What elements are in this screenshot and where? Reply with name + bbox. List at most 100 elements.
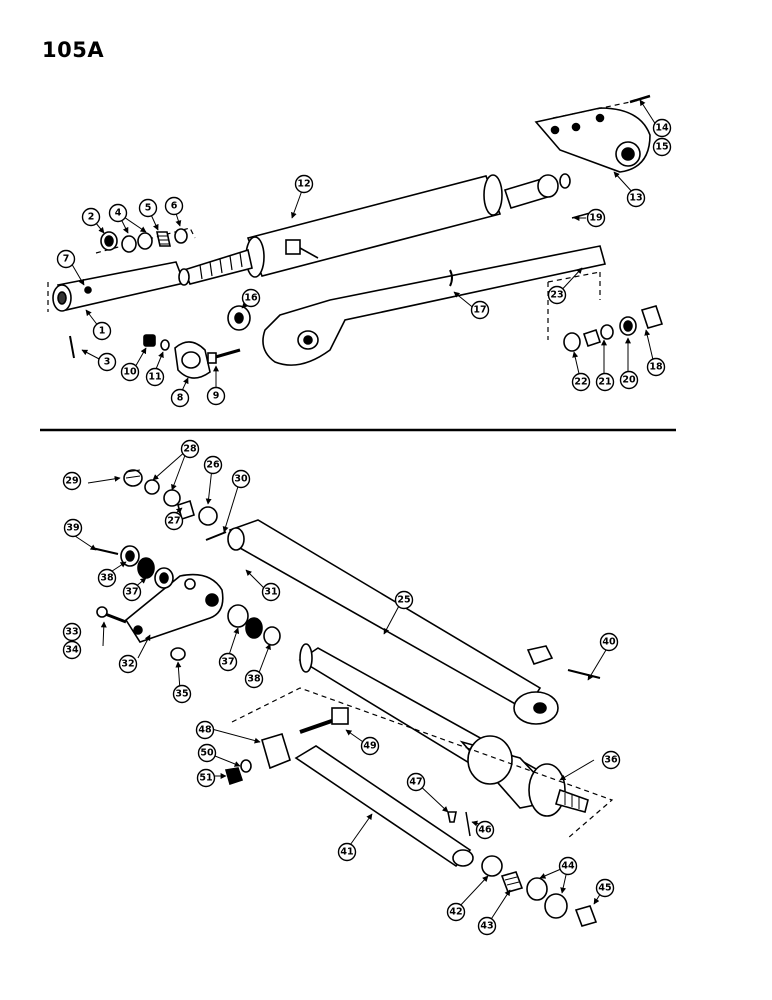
svg-text:2: 2: [88, 212, 95, 223]
svg-text:36: 36: [604, 755, 618, 766]
callout-27: 27: [164, 511, 184, 531]
svg-text:37: 37: [221, 657, 234, 668]
svg-text:29: 29: [65, 476, 78, 487]
svg-text:10: 10: [123, 367, 137, 378]
callout-18: 18: [646, 357, 666, 377]
svg-text:25: 25: [397, 595, 410, 606]
callout-19: 19: [586, 208, 606, 228]
callout-30: 30: [231, 469, 251, 489]
svg-text:34: 34: [65, 645, 79, 656]
callout-bubbles: 1 2 3 4 5 6 7 8 9 10 11 12 13 14 15 16 1…: [56, 118, 672, 936]
callout-10: 10: [120, 362, 140, 382]
callout-47: 47: [406, 772, 426, 792]
svg-text:17: 17: [473, 305, 486, 316]
callout-22: 22: [571, 372, 591, 392]
svg-text:11: 11: [148, 372, 161, 383]
svg-text:6: 6: [171, 201, 178, 212]
svg-text:16: 16: [244, 293, 258, 304]
callout-32: 32: [118, 654, 138, 674]
callout-28: 28: [180, 439, 200, 459]
top-assembly: [47, 94, 664, 379]
callout-25: 25: [394, 590, 414, 610]
svg-text:15: 15: [655, 142, 668, 153]
callout-13: 13: [626, 188, 646, 208]
callout-38a: 38: [244, 669, 264, 689]
svg-text:1: 1: [99, 326, 106, 337]
svg-text:30: 30: [234, 474, 248, 485]
callout-41: 41: [337, 842, 357, 862]
svg-text:3: 3: [104, 357, 111, 368]
axle-arm: [262, 245, 606, 366]
svg-text:44: 44: [561, 861, 575, 872]
svg-text:47: 47: [409, 777, 422, 788]
callout-4: 4: [108, 203, 128, 223]
svg-text:20: 20: [622, 375, 636, 386]
callout-43: 43: [477, 916, 497, 936]
svg-text:9: 9: [213, 391, 220, 402]
callout-16: 16: [241, 288, 261, 308]
page-number: 105A: [42, 38, 105, 62]
callout-17: 17: [470, 300, 490, 320]
svg-text:18: 18: [649, 362, 663, 373]
callout-21: 21: [595, 372, 615, 392]
svg-text:5: 5: [145, 203, 152, 214]
callout-51: 51: [196, 768, 216, 788]
svg-text:45: 45: [598, 883, 611, 894]
svg-text:33: 33: [65, 627, 78, 638]
callout-14: 14: [652, 118, 672, 138]
svg-text:14: 14: [655, 123, 669, 134]
callout-6: 6: [164, 196, 184, 216]
svg-text:12: 12: [297, 179, 310, 190]
callout-37b: 37: [122, 582, 142, 602]
callout-46: 46: [475, 820, 495, 840]
bracket-32: [124, 573, 224, 643]
callout-2: 2: [81, 207, 101, 227]
callout-11: 11: [145, 367, 165, 387]
svg-text:31: 31: [264, 587, 277, 598]
tube-41: [294, 745, 472, 868]
bottom-assembly: [91, 469, 614, 927]
callout-31: 31: [261, 582, 281, 602]
svg-text:50: 50: [200, 748, 214, 759]
callout-44: 44: [558, 856, 578, 876]
svg-text:51: 51: [199, 773, 212, 784]
svg-text:37: 37: [125, 587, 138, 598]
svg-text:38: 38: [100, 573, 114, 584]
svg-text:35: 35: [175, 689, 188, 700]
svg-text:7: 7: [63, 254, 70, 265]
callout-12: 12: [294, 174, 314, 194]
svg-text:8: 8: [177, 393, 184, 404]
callout-33: 33: [62, 622, 82, 642]
svg-text:27: 27: [167, 516, 180, 527]
tie-rod: [228, 519, 542, 712]
callout-26: 26: [203, 455, 223, 475]
svg-text:43: 43: [480, 921, 493, 932]
svg-text:40: 40: [602, 637, 616, 648]
svg-text:23: 23: [550, 290, 563, 301]
callout-1: 1: [92, 321, 112, 341]
svg-text:41: 41: [340, 847, 353, 858]
callout-23: 23: [547, 285, 567, 305]
main-cylinder: [246, 175, 502, 277]
callout-20: 20: [619, 370, 639, 390]
svg-text:21: 21: [598, 377, 611, 388]
svg-text:48: 48: [198, 725, 212, 736]
callout-48: 48: [195, 720, 215, 740]
callout-40: 40: [599, 632, 619, 652]
svg-text:28: 28: [183, 444, 197, 455]
callout-5: 5: [138, 198, 158, 218]
callout-29: 29: [62, 471, 82, 491]
svg-text:46: 46: [478, 825, 492, 836]
callout-7: 7: [56, 249, 76, 269]
callout-50: 50: [197, 743, 217, 763]
callout-9: 9: [206, 386, 226, 406]
callout-42: 42: [446, 902, 466, 922]
svg-text:39: 39: [66, 523, 79, 534]
svg-text:26: 26: [206, 460, 220, 471]
svg-text:49: 49: [363, 741, 376, 752]
callout-39: 39: [63, 518, 83, 538]
callout-49: 49: [360, 736, 380, 756]
svg-text:13: 13: [629, 193, 642, 204]
svg-text:19: 19: [589, 213, 602, 224]
callout-34: 34: [62, 640, 82, 660]
